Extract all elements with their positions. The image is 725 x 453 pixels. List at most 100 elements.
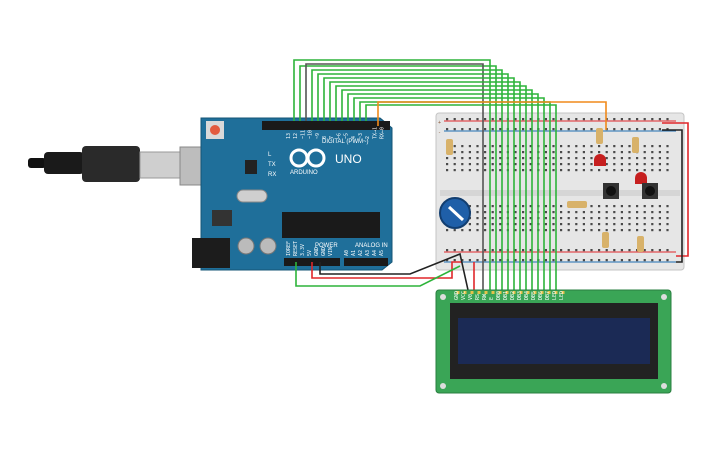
breadboard-hole (468, 145, 471, 148)
pushbutton-1[interactable] (603, 183, 619, 199)
breadboard-hole (567, 118, 570, 121)
breadboard-hole (575, 169, 578, 172)
breadboard-hole (552, 205, 555, 208)
breadboard-hole (484, 169, 487, 172)
reset-button[interactable] (210, 125, 220, 135)
digital-pin-label: ~10 (308, 130, 314, 139)
breadboard-hole (582, 145, 585, 148)
lcd-pin (533, 291, 537, 294)
breadboard-hole (484, 211, 487, 214)
digital-pin-label: 13 (286, 133, 292, 139)
breadboard-hole (560, 217, 563, 220)
breadboard-hole (468, 169, 471, 172)
breadboard-hole (468, 128, 471, 131)
breadboard-hole (560, 223, 563, 226)
breadboard-hole (499, 151, 502, 154)
capacitor-2 (259, 237, 277, 255)
breadboard-hole (491, 259, 494, 262)
breadboard-hole (613, 249, 616, 252)
breadboard-hole (575, 211, 578, 214)
pushbutton-2[interactable] (642, 183, 658, 199)
led-rx-label: RX (268, 172, 276, 178)
breadboard-hole (522, 169, 525, 172)
breadboard-hole (613, 169, 616, 172)
lcd-pin (519, 291, 523, 294)
lcd-pin (498, 291, 502, 294)
breadboard-hole (453, 145, 456, 148)
breadboard-hole (499, 169, 502, 172)
lcd-pin (554, 291, 558, 294)
breadboard-hole (590, 118, 593, 121)
power-pin-label: GND (321, 247, 327, 256)
breadboard-hole (461, 163, 464, 166)
breadboard-hole (590, 163, 593, 166)
power-label: POWER (315, 243, 338, 249)
breadboard-hole (529, 205, 532, 208)
breadboard-hole (651, 145, 654, 148)
breadboard-hole (499, 259, 502, 262)
breadboard-hole (605, 217, 608, 220)
breadboard-hole (529, 118, 532, 121)
breadboard-hole (643, 145, 646, 148)
power-jack[interactable] (192, 238, 230, 268)
breadboard-hole (552, 211, 555, 214)
breadboard-hole (468, 259, 471, 262)
breadboard-hole (514, 157, 517, 160)
breadboard-hole (476, 205, 479, 208)
breadboard-hole (575, 229, 578, 232)
breadboard-hole (628, 169, 631, 172)
breadboard-hole (544, 128, 547, 131)
breadboard-hole (582, 249, 585, 252)
breadboard-hole (636, 118, 639, 121)
breadboard-hole (651, 151, 654, 154)
breadboard-hole (522, 145, 525, 148)
power-pin-label: 3.3V (300, 244, 306, 256)
breadboard-hole (582, 163, 585, 166)
breadboard-hole (522, 223, 525, 226)
digital-pin-label: ~6 (336, 133, 342, 139)
breadboard-hole (582, 223, 585, 226)
breadboard-hole (575, 145, 578, 148)
breadboard-hole (560, 145, 563, 148)
breadboard-hole (628, 205, 631, 208)
breadboard-hole (484, 128, 487, 131)
breadboard-hole (666, 229, 669, 232)
breadboard-hole (643, 217, 646, 220)
breadboard-hole (620, 223, 623, 226)
breadboard-hole (499, 128, 502, 131)
potentiometer[interactable] (439, 197, 471, 229)
breadboard-hole (560, 157, 563, 160)
breadboard-hole (522, 205, 525, 208)
breadboard-hole (651, 249, 654, 252)
breadboard-hole (522, 229, 525, 232)
breadboard-hole (560, 128, 563, 131)
breadboard-hole (514, 217, 517, 220)
breadboard-hole (529, 229, 532, 232)
breadboard-hole (552, 157, 555, 160)
breadboard-hole (620, 211, 623, 214)
breadboard-hole (461, 145, 464, 148)
breadboard-hole (590, 205, 593, 208)
breadboard-hole (552, 145, 555, 148)
breadboard-hole (491, 205, 494, 208)
breadboard-hole (446, 128, 449, 131)
breadboard-hole (468, 163, 471, 166)
power-pin-label: GND (314, 247, 320, 256)
breadboard-hole (658, 249, 661, 252)
breadboard-hole (628, 211, 631, 214)
breadboard-hole (590, 128, 593, 131)
breadboard-hole (560, 259, 563, 262)
breadboard-hole (651, 169, 654, 172)
breadboard-hole (461, 259, 464, 262)
breadboard-hole (446, 229, 449, 232)
usb-chip (245, 160, 257, 174)
lcd-pin-label: DB4 (524, 291, 530, 300)
breadboard-hole (552, 229, 555, 232)
breadboard-hole (590, 157, 593, 160)
breadboard-hole (484, 259, 487, 262)
breadboard-hole (529, 217, 532, 220)
breadboard-hole (582, 259, 585, 262)
breadboard-hole (643, 169, 646, 172)
breadboard-hole (491, 128, 494, 131)
breadboard-hole (476, 145, 479, 148)
